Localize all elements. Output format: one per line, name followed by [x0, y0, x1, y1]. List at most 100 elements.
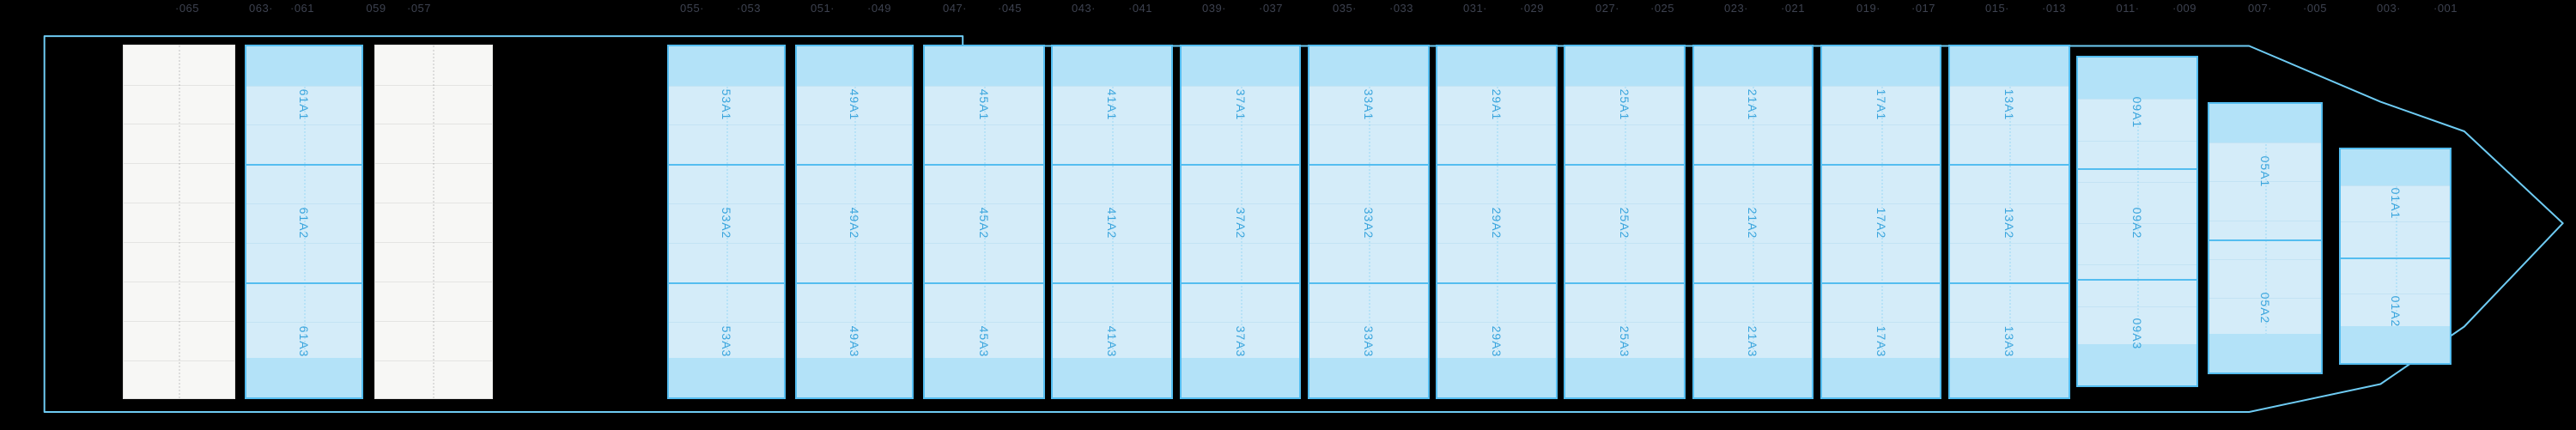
tier-divider [375, 163, 492, 165]
tier-divider [1565, 124, 1684, 126]
tier-divider [1181, 321, 1300, 323]
ruler-tick: 059 [366, 2, 386, 15]
tier-divider [124, 242, 234, 244]
section-divider [1309, 282, 1428, 284]
ruler-tick: ·057 [406, 2, 432, 15]
tier-divider [1565, 243, 1684, 245]
section-divider [2341, 257, 2450, 260]
bay-centerline [854, 45, 856, 397]
tier-divider [246, 85, 361, 87]
tier-divider [1437, 124, 1556, 126]
tier-divider [797, 243, 912, 245]
tier-divider [1437, 85, 1556, 87]
ruler-tick: ·049 [866, 2, 892, 15]
ruler-tick: ·033 [1388, 2, 1414, 15]
deck-cap-bottom [925, 357, 1043, 397]
deck-cap-top [1181, 45, 1300, 86]
tier-divider [375, 242, 492, 244]
tier-divider [1053, 124, 1172, 126]
tier-divider [668, 203, 784, 205]
tier-divider [2078, 99, 2196, 100]
ruler-tick: ·045 [997, 2, 1023, 15]
section-divider [1181, 282, 1300, 284]
section-divider [1437, 164, 1556, 167]
tier-divider [1309, 124, 1428, 126]
ruler-tick: 063· [248, 2, 274, 15]
deck-cap-top [1437, 45, 1556, 86]
tier-divider [1437, 321, 1556, 323]
section-divider [1821, 164, 1941, 167]
section-divider [246, 282, 361, 284]
bay-centerline [984, 45, 987, 397]
deck-cap-bottom [1181, 357, 1300, 397]
tier-divider [375, 360, 492, 361]
bay-centerline [1880, 45, 1883, 397]
tier-divider [124, 84, 234, 86]
tier-divider [1309, 243, 1428, 245]
ruler-tick: 035· [1332, 2, 1358, 15]
bay-centerline [1496, 45, 1498, 397]
bay-centerline [726, 45, 728, 397]
section-divider [1181, 164, 1300, 167]
bay-centerline [1112, 45, 1115, 397]
deck-cap-top [2341, 149, 2450, 186]
deck-cap-top [1565, 45, 1684, 86]
section-divider [668, 164, 784, 167]
bay-058[interactable] [374, 44, 493, 399]
ruler-tick: 027· [1595, 2, 1620, 15]
bay-centerline [1368, 45, 1370, 397]
deck-cap-bottom [2078, 343, 2196, 386]
section-divider [2078, 278, 2196, 281]
tier-divider [1053, 85, 1172, 87]
bay-063[interactable] [123, 44, 235, 399]
deck-cap-top [1053, 45, 1172, 86]
section-divider [2209, 239, 2322, 242]
tier-divider [124, 163, 234, 165]
tier-divider [1950, 321, 2069, 323]
tier-divider [925, 243, 1043, 245]
ruler-tick: ·065 [174, 2, 200, 15]
tier-divider [925, 203, 1043, 205]
section-divider [668, 282, 784, 284]
tier-divider [1950, 85, 2069, 87]
deck-cap-top [1950, 45, 2069, 86]
deck-cap-top [2078, 58, 2196, 100]
tier-divider [1821, 243, 1941, 245]
deck-cap-bottom [1821, 357, 1941, 397]
deck-cap-top [1309, 45, 1428, 86]
section-divider [1437, 282, 1556, 284]
tier-divider [1309, 85, 1428, 87]
deck-cap-bottom [668, 357, 784, 397]
tier-divider [668, 243, 784, 245]
ruler-tick: 015· [1984, 2, 2010, 15]
tier-divider [1565, 321, 1684, 323]
tier-divider [1437, 243, 1556, 245]
ruler-tick: 023· [1723, 2, 1749, 15]
deck-cap-bottom [797, 357, 912, 397]
section-divider [1565, 164, 1684, 167]
tier-divider [1821, 85, 1941, 87]
section-divider [797, 282, 912, 284]
bay-centerline [2265, 103, 2268, 372]
tier-divider [1693, 243, 1813, 245]
ruler-tick: ·053 [736, 2, 762, 15]
tier-divider [668, 321, 784, 323]
bay-centerline [2008, 45, 2011, 397]
deck-cap-bottom [1565, 357, 1684, 397]
deck-cap-bottom [1309, 357, 1428, 397]
